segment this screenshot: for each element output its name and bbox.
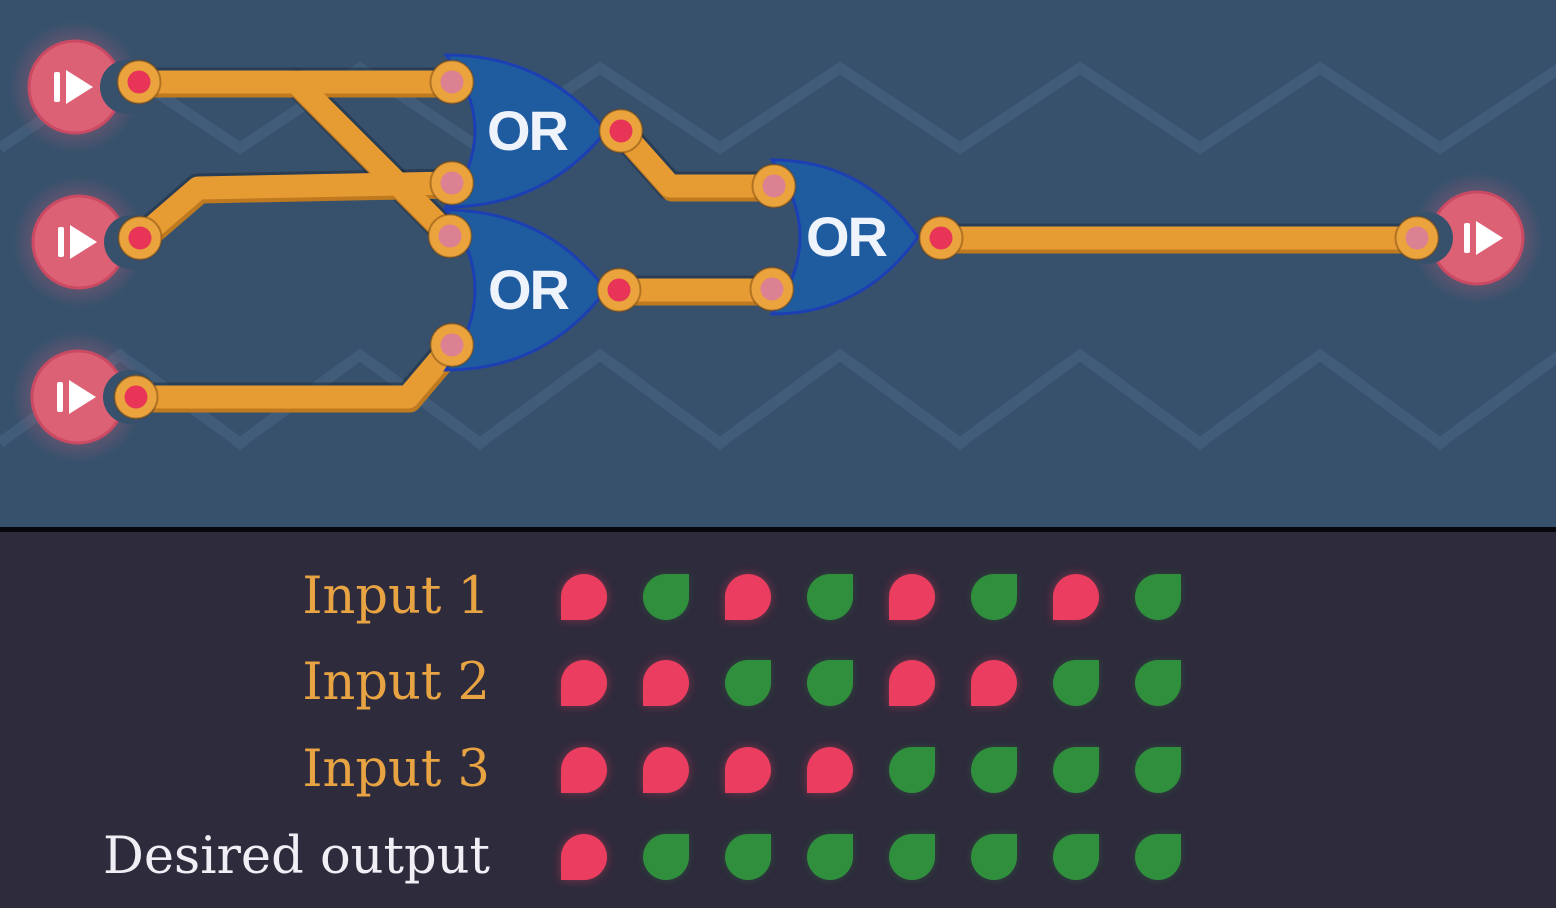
- wire-input1-branch-to-or2[interactable]: [286, 72, 462, 248]
- or-gate-1-input-b-pin[interactable]: [429, 160, 475, 206]
- state-dot-on: [889, 834, 935, 880]
- or-gate-1-input-a-pin[interactable]: [429, 59, 475, 105]
- or-gate-2-input-a-pin[interactable]: [427, 213, 473, 259]
- state-dot-on: [643, 574, 689, 620]
- or-gate-2-input-b-pin[interactable]: [429, 322, 475, 368]
- input-node-3-pin[interactable]: [113, 374, 159, 420]
- state-dot-on: [971, 747, 1017, 793]
- state-dot-on: [1135, 660, 1181, 706]
- state-dot-off: [561, 574, 607, 620]
- or-gate-3[interactable]: OR: [769, 158, 920, 316]
- state-dot-on: [971, 834, 1017, 880]
- truth-table: Input 1 Input 2 Input 3 Desired output: [0, 532, 1556, 908]
- state-dot-off: [1053, 574, 1099, 620]
- state-dot-on: [1053, 660, 1099, 706]
- row-label-input-1: Input 1: [302, 567, 490, 626]
- state-dot-off: [561, 660, 607, 706]
- input-node-2-pin[interactable]: [117, 215, 163, 261]
- row-dots-desired-output: [561, 834, 1181, 880]
- row-dots-input-1: [561, 574, 1181, 620]
- or-gate-2-output-pin[interactable]: [596, 267, 642, 313]
- state-dot-on: [1053, 834, 1099, 880]
- wires: [124, 70, 1429, 409]
- state-dot-off: [889, 574, 935, 620]
- wire-input2-to-or1[interactable]: [128, 171, 464, 250]
- truth-table-row-desired-output: Desired output: [0, 826, 1556, 888]
- state-dot-off: [643, 747, 689, 793]
- or-gate-3-output-pin[interactable]: [918, 215, 964, 261]
- row-label-input-3: Input 3: [302, 740, 490, 799]
- state-dot-on: [807, 834, 853, 880]
- state-dot-off: [561, 747, 607, 793]
- state-dot-off: [561, 834, 607, 880]
- circuit-svg: OR OR OR: [0, 21, 1556, 463]
- connection-pins: [113, 59, 1440, 420]
- play-icon: [57, 380, 96, 414]
- state-dot-on: [725, 834, 771, 880]
- state-dot-off: [643, 660, 689, 706]
- state-dot-on: [1135, 574, 1181, 620]
- output-node-1-pin[interactable]: [1394, 215, 1440, 261]
- or-gate-1-label: OR: [487, 99, 569, 162]
- state-dot-off: [889, 660, 935, 706]
- state-dot-on: [725, 660, 771, 706]
- or-gate-3-input-a-pin[interactable]: [751, 163, 797, 209]
- or-gate-2-label: OR: [488, 258, 570, 321]
- input-node-1-pin[interactable]: [116, 59, 162, 105]
- background-zigzag-pattern: [0, 61, 1556, 450]
- truth-table-row-input-2: Input 2: [0, 652, 1556, 714]
- or-gate-2[interactable]: OR: [443, 208, 608, 372]
- state-dot-on: [1135, 747, 1181, 793]
- circuit-canvas[interactable]: OR OR OR: [0, 0, 1556, 527]
- wire-input3-to-or2[interactable]: [124, 333, 464, 409]
- state-dot-on: [807, 660, 853, 706]
- or-gate-1-output-pin[interactable]: [598, 108, 644, 154]
- state-dot-on: [1053, 747, 1099, 793]
- state-dot-off: [971, 660, 1017, 706]
- or-gate-1[interactable]: OR: [442, 53, 608, 209]
- play-icon: [1464, 221, 1503, 255]
- play-icon: [58, 225, 97, 259]
- row-label-input-2: Input 2: [302, 653, 490, 712]
- state-dot-on: [643, 834, 689, 880]
- state-dot-on: [889, 747, 935, 793]
- state-dot-off: [725, 574, 771, 620]
- truth-table-row-input-3: Input 3: [0, 739, 1556, 801]
- state-dot-on: [807, 574, 853, 620]
- state-dot-off: [807, 747, 853, 793]
- or-gate-3-input-b-pin[interactable]: [749, 266, 795, 312]
- or-gate-3-label: OR: [806, 205, 888, 268]
- wire-or1-to-or3[interactable]: [609, 119, 786, 198]
- row-dots-input-2: [561, 660, 1181, 706]
- row-dots-input-3: [561, 747, 1181, 793]
- state-dot-on: [971, 574, 1017, 620]
- state-dot-off: [725, 747, 771, 793]
- row-label-desired-output: Desired output: [102, 827, 490, 886]
- state-dot-on: [1135, 834, 1181, 880]
- play-icon: [54, 70, 93, 104]
- truth-table-row-input-1: Input 1: [0, 566, 1556, 628]
- panel-divider: [0, 527, 1556, 532]
